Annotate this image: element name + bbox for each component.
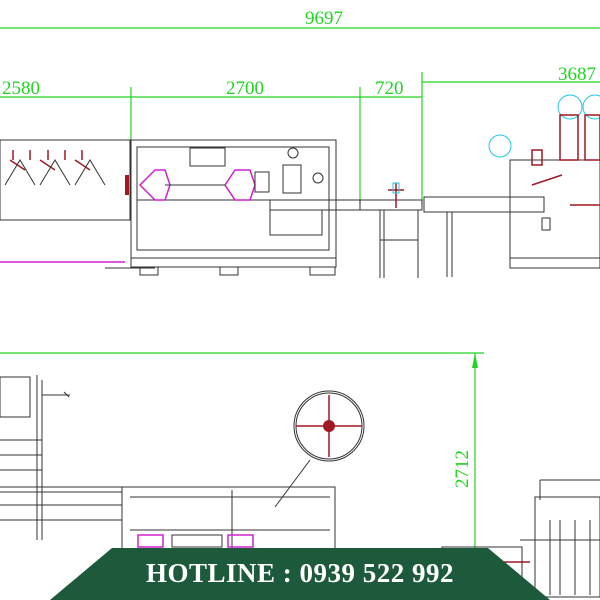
dimension-height: 2712 [452,450,473,488]
dimension-section-2: 2700 [226,78,264,99]
dimension-lines [0,27,600,585]
dimension-section-3: 720 [375,78,404,99]
dimension-total-length: 9697 [305,8,343,29]
dimension-section-4: 3687 [558,64,596,85]
transfer-table-top [359,182,423,278]
dimension-section-1: 2580 [2,78,40,99]
packing-section-top [423,94,600,277]
forming-section-top [130,139,361,276]
unwind-section-top [0,139,155,269]
hotline-text: HOTLINE : 0939 522 992 [145,558,455,588]
